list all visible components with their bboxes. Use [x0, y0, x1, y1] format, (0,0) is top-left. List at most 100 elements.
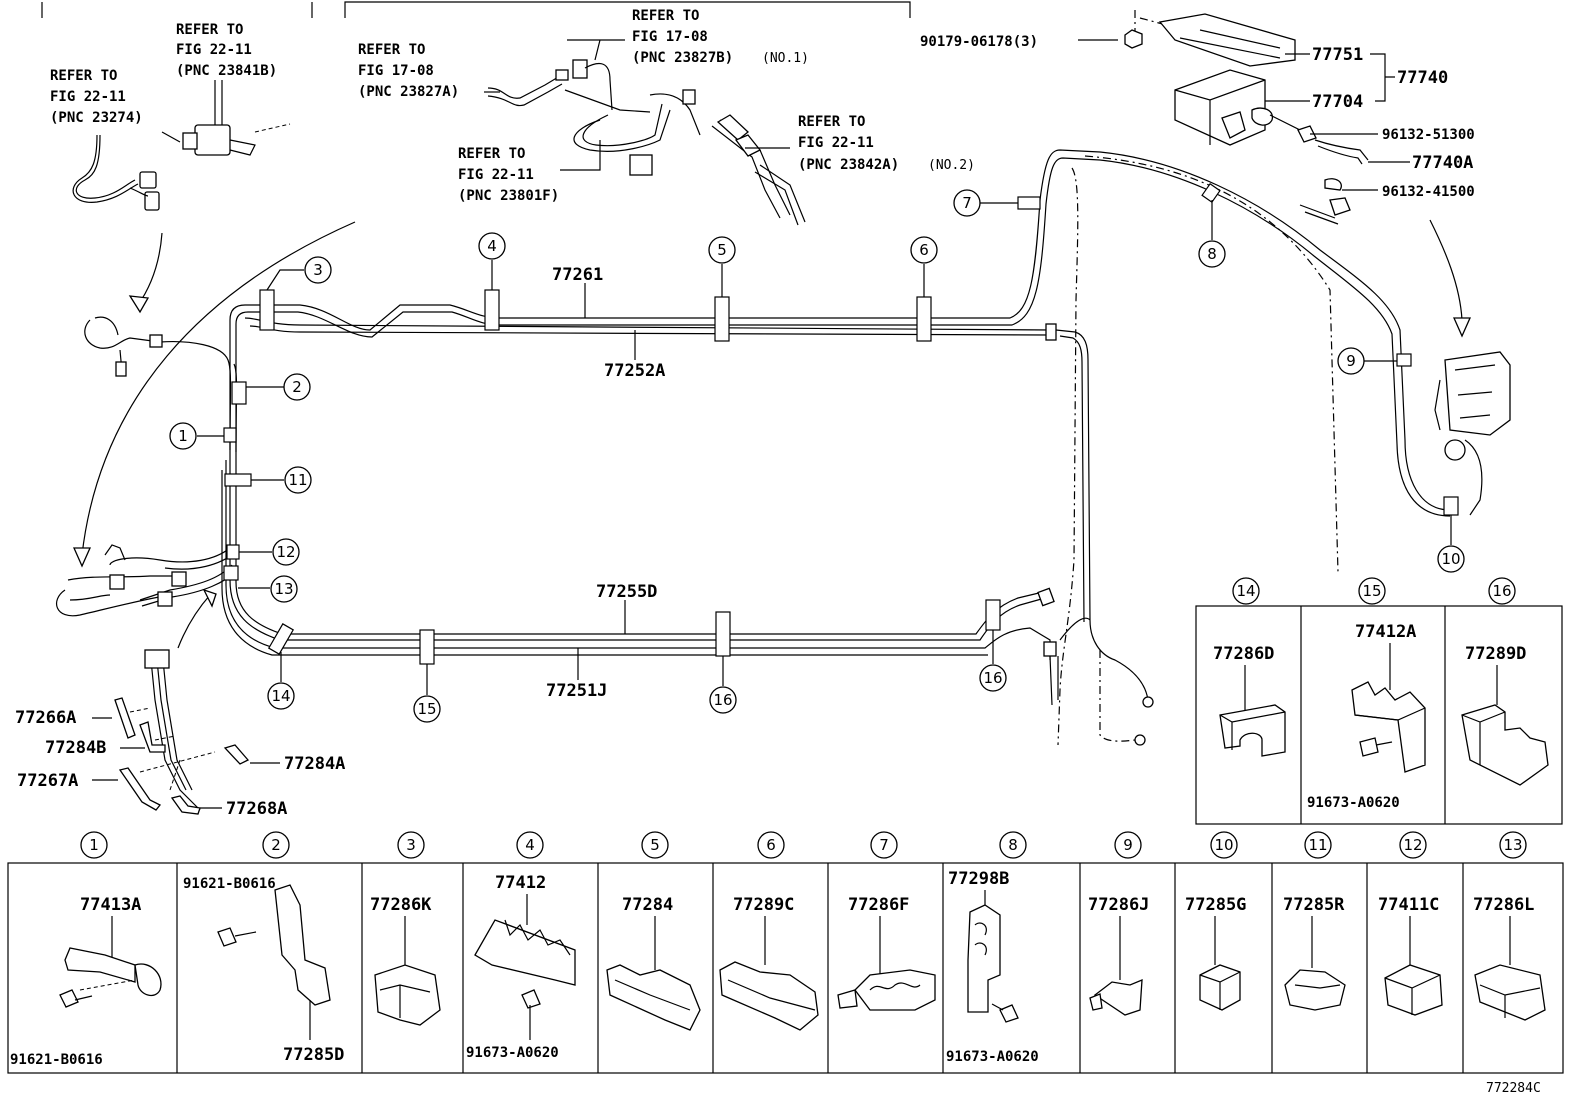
svg-text:(PNC 23842A): (PNC 23842A): [798, 157, 899, 173]
label-77267a: 77267A: [17, 771, 78, 791]
bracket-middle: [344, 1, 911, 18]
refer-note-23841b: REFER TO FIG 22-11 (PNC 23841B): [176, 22, 277, 79]
svg-text:14: 14: [1236, 582, 1255, 600]
clamp-11: [224, 473, 252, 487]
small-clips-lower-left: [114, 697, 250, 815]
svg-text:77413A: 77413A: [80, 895, 141, 915]
callout-14: 14: [267, 652, 295, 710]
bracket-77740: [1370, 53, 1395, 102]
label-77740: 77740: [1397, 68, 1448, 88]
clamp-8: [1201, 182, 1221, 204]
label-77255d: 77255D: [596, 582, 657, 602]
clamp-6: [916, 296, 932, 342]
svg-text:91621-B0616: 91621-B0616: [183, 876, 276, 892]
svg-text:FIG 22-11: FIG 22-11: [798, 135, 874, 151]
clamp-9: [1396, 353, 1412, 367]
clamp-10: [1443, 496, 1459, 516]
canister-hose-sketch: [487, 59, 806, 226]
svg-text:77289C: 77289C: [733, 895, 794, 915]
leader: [567, 39, 625, 61]
svg-text:7: 7: [962, 194, 972, 212]
svg-text:(NO.1): (NO.1): [762, 51, 809, 66]
arrow-right-down: [1429, 219, 1463, 321]
svg-text:2: 2: [271, 836, 281, 854]
bottom-panel-12: 12 77411C: [1378, 831, 1443, 1016]
svg-text:9: 9: [1346, 352, 1356, 370]
arrow-head: [202, 588, 217, 608]
svg-text:8: 8: [1207, 245, 1217, 263]
clamp-15: [419, 629, 435, 665]
svg-text:10: 10: [1441, 550, 1460, 568]
svg-text:(PNC 23274): (PNC 23274): [50, 110, 143, 126]
svg-text:(PNC 23827A): (PNC 23827A): [358, 84, 459, 100]
svg-text:4: 4: [487, 237, 497, 255]
clamp-16b: [985, 599, 1001, 631]
svg-text:3: 3: [313, 261, 323, 279]
arrow-up-right: [177, 594, 211, 649]
svg-text:77285R: 77285R: [1283, 895, 1345, 915]
svg-text:REFER TO: REFER TO: [50, 68, 117, 84]
label-77740a: 77740A: [1412, 153, 1473, 173]
callout-16-right: 16: [979, 630, 1007, 692]
bottom-panel-3: 3 77286K: [370, 831, 441, 1026]
svg-text:FIG 17-08: FIG 17-08: [632, 29, 708, 45]
svg-text:FIG 22-11: FIG 22-11: [458, 167, 534, 183]
svg-text:77285D: 77285D: [283, 1045, 344, 1065]
svg-text:12: 12: [1403, 836, 1422, 854]
arrow-head: [128, 295, 150, 314]
svg-text:2: 2: [292, 378, 302, 396]
svg-text:77286K: 77286K: [370, 895, 432, 915]
bottom-detail-panels: [7, 862, 1564, 1074]
refer-note-23842a: REFER TO FIG 22-11 (PNC 23842A) (NO.2): [798, 114, 975, 173]
clamp-7: [1017, 196, 1041, 210]
svg-text:77412: 77412: [495, 873, 546, 893]
fuel-pipe-lower-77255d: [221, 450, 1091, 706]
label-77266a: 77266A: [15, 708, 76, 728]
arrow-left-down: [137, 232, 163, 306]
panel-16-part: 77289D: [1465, 644, 1526, 664]
callout-7: 7: [953, 189, 1018, 217]
bottom-panel-5: 5 77284: [606, 831, 701, 1031]
svg-text:15: 15: [1362, 582, 1381, 600]
svg-text:16: 16: [1492, 582, 1511, 600]
bottom-panel-2: 2 91621-B0616 77285D: [183, 831, 344, 1065]
svg-text:(PNC 23827B): (PNC 23827B): [632, 50, 733, 66]
right-canister-lower: [1434, 351, 1511, 516]
panel-15-bolt: 91673-A0620: [1307, 795, 1400, 811]
label-96132-41500: 96132-41500: [1382, 184, 1475, 200]
bottom-panel-11: 11 77285R: [1283, 831, 1346, 1011]
callout-10: 10: [1437, 515, 1465, 573]
label-77284a: 77284A: [284, 754, 345, 774]
leader: [161, 131, 181, 143]
diagram-id: 772284C: [1486, 1081, 1541, 1096]
arrow-large-curve: [81, 221, 356, 556]
label-77268a: 77268A: [226, 799, 287, 819]
svg-text:16: 16: [713, 691, 732, 709]
refer-note-23827b: REFER TO FIG 17-08 (PNC 23827B) (NO.1): [632, 8, 809, 66]
svg-text:(PNC 23801F): (PNC 23801F): [458, 188, 559, 204]
svg-text:1: 1: [178, 427, 188, 445]
vapor-pressure-sensor-sketch: [182, 80, 291, 156]
callout-3: 3: [266, 256, 332, 291]
svg-text:FIG 22-11: FIG 22-11: [50, 89, 126, 105]
callout-6: 6: [910, 236, 938, 297]
label-77751: 77751: [1312, 45, 1363, 65]
svg-text:11: 11: [1308, 836, 1327, 854]
callout-2: 2: [246, 373, 311, 401]
label-90179-06178: 90179-06178(3): [920, 34, 1038, 50]
svg-text:16: 16: [983, 669, 1002, 687]
leader: [560, 140, 601, 171]
svg-text:91621-B0616: 91621-B0616: [10, 1052, 103, 1068]
svg-text:REFER TO: REFER TO: [176, 22, 243, 38]
bottom-panel-7: 7 77286F: [837, 831, 936, 1011]
svg-text:6: 6: [919, 241, 929, 259]
arrow-head: [1452, 317, 1472, 338]
bottom-panel-6: 6 77289C: [719, 831, 819, 1031]
callout-15: 15: [413, 664, 441, 723]
refer-note-23827a: REFER TO FIG 17-08 (PNC 23827A): [358, 42, 459, 100]
svg-text:FIG 22-11: FIG 22-11: [176, 42, 252, 58]
bracket-left: [41, 2, 313, 18]
svg-text:77286L: 77286L: [1473, 895, 1534, 915]
panel-15-part: 77412A: [1355, 622, 1416, 642]
